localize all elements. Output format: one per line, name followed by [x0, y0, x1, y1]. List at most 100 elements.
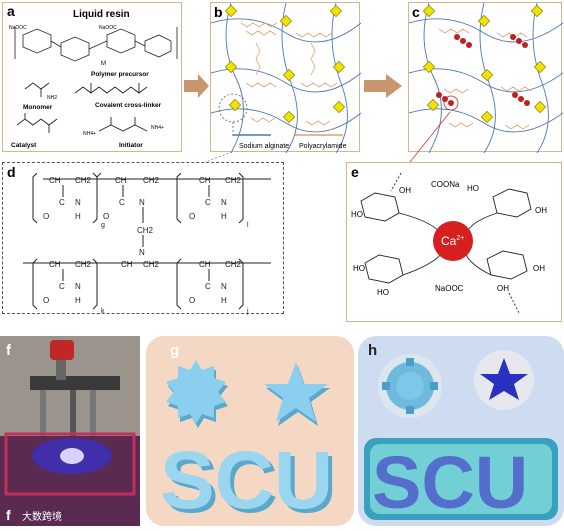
initiator-structure: [98, 117, 148, 132]
svg-text:CH2: CH2: [225, 260, 242, 269]
ho-label-1: HO: [351, 210, 363, 219]
panel-a: a Liquid resin NaOOC NaOOC M Polymer pre…: [2, 2, 182, 152]
connector-lines: [204, 111, 451, 163]
crosslink-nodes-c: [422, 4, 547, 124]
svg-text:j: j: [246, 308, 249, 315]
crosslinker-structure: [74, 83, 148, 94]
oh-label-4: OH: [497, 284, 509, 293]
svg-text:H: H: [75, 296, 81, 305]
polyacrylamide-chains-c: [438, 28, 532, 130]
scu-text: SCU: [160, 435, 333, 526]
legend-alginate-label: Sodium alginate: [239, 143, 289, 150]
gear-shape: [166, 360, 228, 428]
watermark-text: 大数跨境: [22, 510, 62, 523]
calcium-ion: [433, 221, 473, 261]
alginate-chains-c: [408, 2, 564, 154]
svg-text:N: N: [75, 198, 81, 207]
star-gel: [480, 358, 528, 400]
svg-text:CH2: CH2: [225, 176, 242, 185]
ca-arrow-shape: [364, 74, 402, 98]
svg-text:N: N: [139, 248, 145, 257]
panel-h-letter: h: [368, 342, 378, 359]
scu-text-shadow: SCU: [164, 439, 337, 526]
svg-text:N: N: [221, 282, 227, 291]
svg-text:C: C: [59, 198, 65, 207]
svg-text:CH2: CH2: [137, 226, 154, 235]
svg-text:CH2: CH2: [75, 176, 92, 185]
panel-e-egg-box: e Ca2+ COONa NaOOC HO HO OH HO OH OH OH …: [351, 164, 547, 314]
polyacrylamide-chains: [240, 22, 338, 126]
calcium-ion-label: Ca2+: [441, 234, 464, 248]
panel-b: b: [210, 2, 362, 154]
svg-text:CH: CH: [199, 176, 211, 185]
ho-label-4: HO: [467, 184, 479, 193]
initiator-nh4-right: NH4+: [151, 125, 164, 131]
polymer-precursor-structure: [14, 27, 178, 62]
precursor-m-label: M: [101, 61, 106, 67]
svg-text:O: O: [189, 296, 195, 305]
panel-g-letter: g: [170, 342, 180, 359]
legend-polyacrylamide-label: Polyacrylamide: [299, 143, 347, 150]
panel-b-letter: b: [214, 4, 223, 20]
precursor-naooc-label-1: NaOOC: [9, 25, 27, 31]
panel-c: c: [408, 2, 564, 154]
alginate-rings: [360, 172, 532, 314]
panel-b-network: b: [210, 2, 362, 154]
monomer-nh2: NH2: [47, 95, 57, 101]
svg-text:g: g: [101, 222, 105, 229]
panel-a-letter: a: [7, 3, 15, 19]
svg-text:H: H: [221, 212, 227, 221]
svg-text:CH: CH: [49, 176, 61, 185]
svg-text:N: N: [139, 198, 145, 207]
panel-f-corner-letter: f: [6, 342, 11, 359]
monomer-structure: [24, 82, 50, 97]
printer-photo-drawing: f 大数跨境: [0, 336, 140, 526]
ho-label-2: HO: [353, 264, 365, 273]
calcium-zoom-circle: [443, 95, 459, 111]
catalyst-label: Catalyst: [11, 142, 37, 149]
uv-arrow-shape: [184, 74, 209, 98]
panel-a-drawing: a Liquid resin NaOOC NaOOC M Polymer pre…: [7, 3, 178, 149]
printer-knob: [50, 340, 74, 360]
svg-text:H: H: [221, 296, 227, 305]
initiator-nh4-left: NH4+: [83, 131, 96, 137]
svg-text:O: O: [189, 212, 195, 221]
crosslinker-label: Covalent cross-linker: [95, 102, 162, 109]
alginate-chains: [210, 2, 362, 154]
coona-label: COONa: [431, 180, 460, 189]
svg-text:C: C: [59, 282, 65, 291]
svg-text:k: k: [101, 308, 105, 315]
panel-e-letter: e: [351, 164, 359, 180]
panel-g: g SCU SCU: [146, 336, 354, 530]
polymer-precursor-label: Polymer precursor: [91, 71, 149, 78]
catalyst-structure: [16, 113, 58, 133]
star-shape: [264, 362, 330, 426]
svg-text:O: O: [103, 212, 109, 221]
panel-c-network: c: [408, 2, 564, 154]
svg-text:CH2: CH2: [143, 176, 160, 185]
panel-g-shapes: SCU SCU: [160, 360, 337, 530]
svg-text:CH2: CH2: [75, 260, 92, 269]
uv-light-glow: [60, 448, 84, 464]
panel-c-letter: c: [412, 4, 420, 20]
svg-text:l: l: [247, 222, 249, 229]
panel-d: d CH CH2 CH CH2 CH CH2: [2, 162, 284, 315]
svg-text:C: C: [119, 198, 125, 207]
svg-text:N: N: [221, 198, 227, 207]
svg-text:CH2: CH2: [143, 260, 160, 269]
uv-arrow: [182, 60, 210, 100]
initiator-label: Initiator: [119, 142, 143, 149]
oh-label-2: OH: [535, 206, 547, 215]
gear-gel: [382, 358, 438, 414]
polyacrylamide-backbone: [23, 172, 271, 310]
svg-text:CH: CH: [199, 260, 211, 269]
panel-d-letter: d: [7, 164, 16, 180]
svg-text:O: O: [43, 212, 49, 221]
svg-text:N: N: [75, 282, 81, 291]
svg-text:O: O: [43, 296, 49, 305]
svg-text:CH: CH: [121, 260, 133, 269]
panel-f-photo: f 大数跨境 f: [0, 336, 140, 526]
svg-text:CH: CH: [115, 176, 127, 185]
panel-h-gels: SCU: [364, 350, 558, 524]
scu-gel-text: SCU: [372, 441, 528, 524]
